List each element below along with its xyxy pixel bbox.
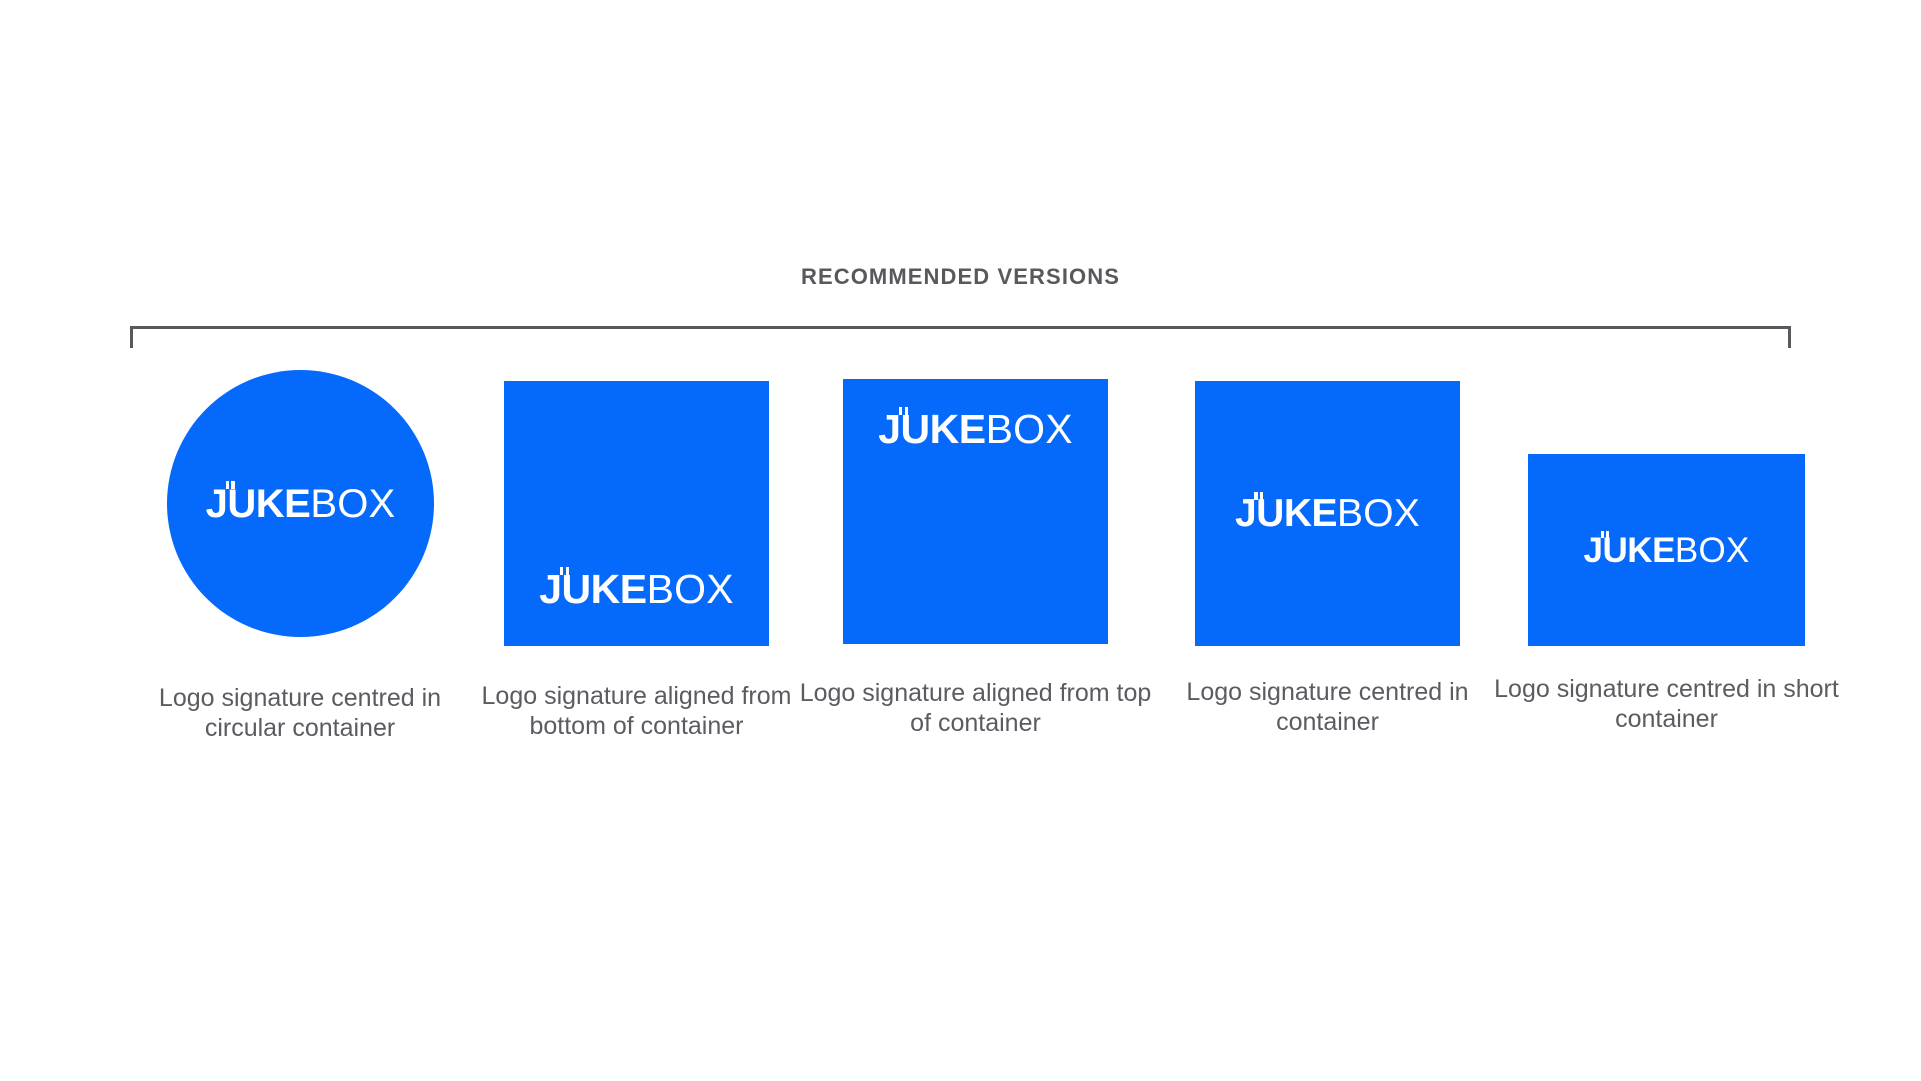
caption-bottom-aligned: Logo signature aligned from bottom of co… (481, 682, 792, 740)
logo-umlaut-dot (1254, 491, 1258, 500)
logo-umlaut-dot (1260, 491, 1264, 500)
logo-variant-row: JUKE BOX Logo signature centred in circu… (0, 370, 1921, 790)
logo-container-circle: JUKE BOX (167, 370, 434, 637)
jukebox-logo: JUKE BOX (539, 566, 734, 612)
logo-container-square-centred: JUKE BOX (1195, 381, 1460, 646)
logo-box-text: BOX (1337, 492, 1420, 535)
logo-umlaut-dot (559, 566, 564, 575)
logo-juke-text: JUKE (205, 481, 311, 526)
jukebox-logo: JUKE BOX (1234, 491, 1420, 535)
logo-box-text: BOX (646, 566, 734, 612)
logo-container-short: JUKE BOX (1528, 454, 1805, 646)
logo-umlaut-dot (898, 406, 903, 415)
logo-container-square-top: JUKE BOX (843, 379, 1108, 644)
logo-juke-text: JUKE (539, 566, 647, 612)
logo-container-square-bottom: JUKE BOX (504, 381, 769, 646)
logo-variant-circular-container: JUKE BOX Logo signature centred in circu… (159, 370, 441, 742)
page-title: RECOMMENDED VERSIONS (800, 264, 1121, 289)
caption-short-container: Logo signature centred in short containe… (1494, 675, 1839, 733)
logo-variant-top-aligned: JUKE BOX Logo signature aligned from top… (800, 379, 1151, 737)
logo-variant-centred: JUKE BOX Logo signature centred in conta… (1186, 381, 1469, 736)
logo-umlaut-dot (1606, 530, 1610, 538)
bracket-horizontal-rule (130, 326, 1791, 329)
jukebox-logo: JUKE BOX (1583, 530, 1750, 570)
logo-umlaut-dot (904, 406, 909, 415)
caption-top-aligned: Logo signature aligned from top of conta… (799, 679, 1152, 737)
caption-circular-container: Logo signature centred in circular conta… (158, 684, 442, 742)
logo-umlaut-dot (225, 481, 229, 490)
caption-centred: Logo signature centred in container (1186, 678, 1469, 736)
jukebox-logo: JUKE BOX (205, 481, 396, 526)
logo-box-text: BOX (1674, 530, 1750, 570)
bracket-tick-left (130, 326, 133, 348)
logo-juke-text: JUKE (878, 406, 986, 452)
logo-variant-short-container: JUKE BOX Logo signature centred in short… (1494, 454, 1839, 733)
logo-variant-bottom-aligned: JUKE BOX Logo signature aligned from bot… (482, 381, 791, 740)
bracket-tick-right (1788, 326, 1791, 348)
logo-box-text: BOX (310, 481, 396, 526)
section-bracket (130, 326, 1791, 348)
jukebox-logo: JUKE BOX (878, 406, 1073, 452)
logo-umlaut-dot (1601, 530, 1605, 538)
logo-juke-text: JUKE (1583, 530, 1675, 570)
logo-juke-text: JUKE (1234, 491, 1338, 535)
logo-umlaut-dot (565, 566, 570, 575)
logo-box-text: BOX (985, 406, 1073, 452)
logo-umlaut-dot (231, 481, 235, 490)
